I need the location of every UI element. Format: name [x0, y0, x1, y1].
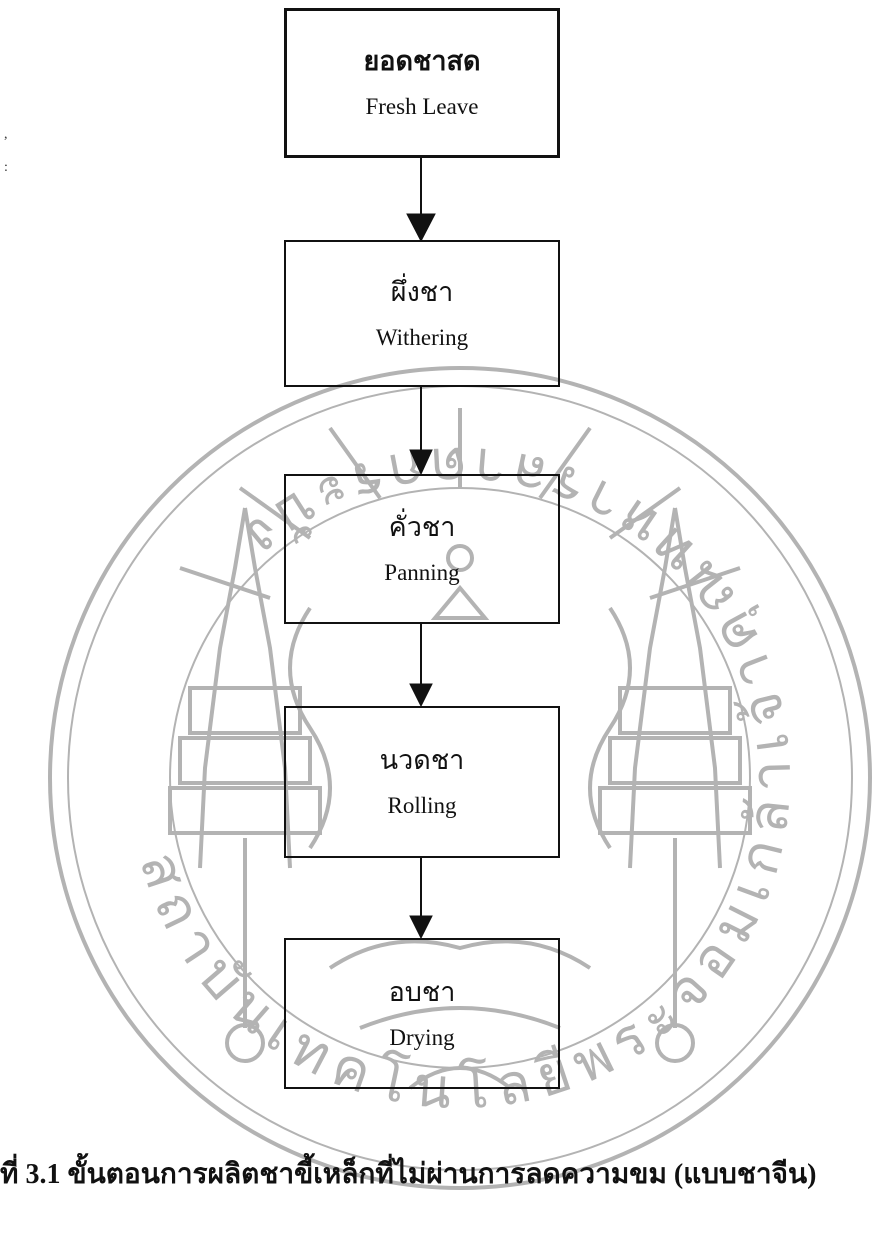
arrow-1-head [406, 213, 436, 243]
step-fresh-leave: ยอดชาสด Fresh Leave [284, 8, 560, 158]
step-thai-label: นวดชา [379, 745, 465, 775]
step-thai-label: อบชา [388, 976, 456, 1007]
step-drying: อบชา Drying [284, 938, 560, 1089]
step-withering: ผึ่งชา Withering [284, 240, 560, 387]
stray-mark-colon: : [4, 160, 8, 175]
step-thai-label: คั่วชา [388, 512, 456, 542]
figure-caption: ที่ 3.1 ขั้นตอนการผลิตชาขี้เหล็กที่ไม่ผ่… [0, 1159, 817, 1190]
step-english-label: Drying [389, 1024, 455, 1050]
arrow-4-head [409, 915, 433, 940]
step-thai-label: ยอดชาสด [363, 46, 481, 76]
step-english-label: Withering [375, 324, 469, 350]
arrow-2-head [409, 449, 433, 476]
step-panning: คั่วชา Panning [284, 474, 560, 624]
step-english-label: Fresh Leave [365, 94, 479, 119]
step-thai-label: ผึ่งชา [390, 276, 454, 307]
step-english-label: Rolling [387, 793, 457, 818]
step-english-label: Panning [384, 560, 460, 585]
university-seal-watermark: สถาบันเทคโนโลยีพระจอมเกล้าเจ้าคุณทหารลาด… [48, 366, 872, 1190]
step-rolling: นวดชา Rolling [284, 706, 560, 858]
stray-mark-comma: , [4, 127, 8, 142]
arrow-3-head [409, 683, 433, 708]
